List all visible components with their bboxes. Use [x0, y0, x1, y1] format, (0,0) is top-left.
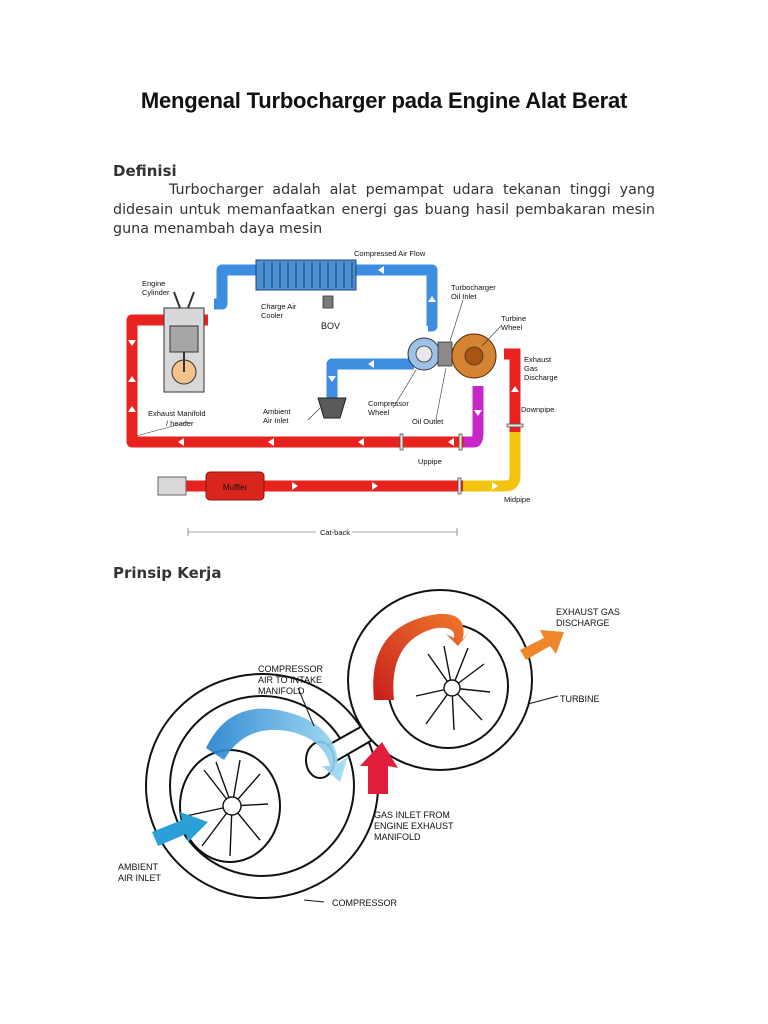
muffler-label: Muffler	[223, 483, 248, 492]
label-compressed-air-flow: Compressed Air Flow	[354, 249, 426, 258]
label-cooler-1: Charge Air	[261, 302, 297, 311]
label-ambient-2: Air Inlet	[263, 416, 289, 425]
label-engine-1: Engine	[142, 279, 165, 288]
label-ambient-air-2: AIR INLET	[118, 873, 162, 883]
engine-cylinder	[163, 291, 205, 393]
label-manifold-2: / header	[166, 419, 194, 428]
turbocharger	[407, 333, 497, 379]
label-engine-2: Cylinder	[142, 288, 170, 297]
label-gas-inlet-2: ENGINE EXHAUST	[374, 821, 454, 831]
label-compressor-air-2: AIR TO INTAKE	[258, 675, 322, 685]
air-filter	[317, 397, 347, 419]
downpipe	[504, 348, 521, 432]
section-heading-definisi: Definisi	[113, 162, 177, 180]
page-title: Mengenal Turbocharger pada Engine Alat B…	[140, 88, 628, 113]
label-ambient-1: Ambient	[263, 407, 291, 416]
muffler	[205, 471, 265, 501]
label-exhaust-gas-2: DISCHARGE	[556, 618, 610, 628]
uppipe	[464, 386, 484, 448]
label-compressor-air-3: MANIFOLD	[258, 686, 305, 696]
label-turbine-wheel-2: Wheel	[501, 323, 523, 332]
label-bov: BOV	[321, 321, 340, 331]
label-exhaust-2: Gas	[524, 364, 538, 373]
label-oil-inlet-2: Oil Inlet	[451, 292, 477, 301]
tailpipe-tip	[157, 476, 187, 496]
label-ambient-air-1: AMBIENT	[118, 862, 159, 872]
ambient-intake-pipe	[326, 358, 414, 398]
label-exhaust-3: Discharge	[524, 373, 558, 382]
label-uppipe: Uppipe	[418, 457, 442, 466]
cooler-fins	[263, 262, 353, 288]
label-compressor: COMPRESSOR	[332, 898, 398, 908]
gas-inlet-arrow	[360, 742, 398, 794]
definition-text: Turbocharger adalah alat pemampat udara …	[113, 182, 655, 237]
charge-air-cooler	[255, 259, 357, 291]
label-exhaust-1: Exhaust	[524, 355, 552, 364]
label-manifold-1: Exhaust Manifold	[148, 409, 206, 418]
bov-valve	[322, 295, 334, 309]
label-turbine: TURBINE	[560, 694, 600, 704]
label-downpipe: Downpipe	[521, 405, 554, 414]
label-oil-outlet: Oil Outlet	[412, 417, 444, 426]
turbo-system-diagram: Muffler	[126, 249, 558, 537]
ambient-air-arrow	[152, 812, 208, 846]
midpipe	[463, 432, 521, 492]
section-heading-prinsip-kerja: Prinsip Kerja	[113, 564, 222, 582]
compressor-housing	[145, 673, 379, 899]
cold-flow-arrow	[206, 708, 348, 782]
label-cooler-2: Cooler	[261, 311, 284, 320]
hot-flow-arrow	[373, 613, 470, 700]
label-oil-inlet-1: Turbocharger	[451, 283, 496, 292]
label-gas-inlet-3: MANIFOLD	[374, 832, 421, 842]
turbine-wheel	[415, 645, 491, 731]
flow-arrows	[128, 266, 519, 490]
label-cat-back: Cat-back	[320, 528, 350, 537]
label-compressor-air-1: COMPRESSOR	[258, 664, 324, 674]
label-compressor-wheel-2: Wheel	[368, 408, 390, 417]
label-gas-inlet-1: GAS INLET FROM	[374, 810, 450, 820]
definition-paragraph: Turbocharger adalah alat pemampat udara …	[113, 181, 655, 240]
compressor-wheel	[185, 759, 269, 857]
label-turbine-wheel-1: Turbine	[501, 314, 526, 323]
pipe-flanges	[399, 423, 524, 495]
cutaway-leaders	[297, 687, 559, 903]
label-midpipe: Midpipe	[504, 495, 530, 504]
label-compressor-wheel-1: Compressor	[368, 399, 409, 408]
leader-lines	[135, 299, 502, 536]
exhaust-discharge-arrow	[520, 630, 564, 660]
label-exhaust-gas-1: EXHAUST GAS	[556, 607, 620, 617]
turbo-cutaway-diagram: EXHAUST GAS DISCHARGE COMPRESSOR AIR TO …	[118, 589, 620, 908]
